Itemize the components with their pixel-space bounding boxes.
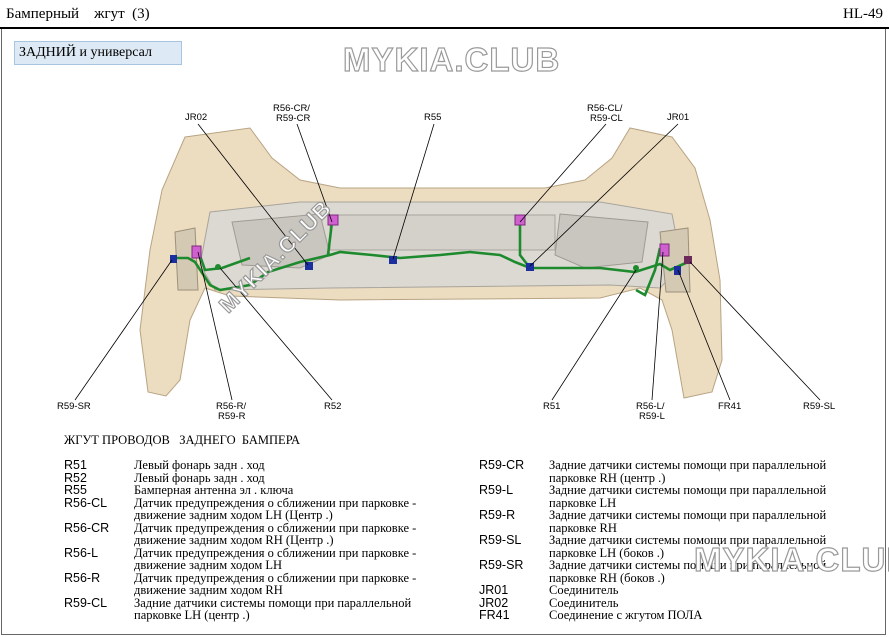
legend-row: R59-L Задние датчики системы помощи при п… <box>479 484 853 509</box>
legend-code: R59-CR <box>479 458 525 472</box>
connector-r56cl <box>514 214 526 226</box>
callout-labels: JR02 R56-CR/ R59-CR R55 R56-CL/ R59-CL J… <box>57 103 835 422</box>
legend-code: FR41 <box>479 608 510 622</box>
legend-code: R51 <box>64 458 87 472</box>
watermark-top: MYKIA.CLUB <box>342 40 561 78</box>
legend-desc: Задние датчики системы помощи при паралл… <box>549 533 827 547</box>
legend-desc: парковке RH <box>549 520 617 535</box>
legend-desc: парковке LH (боков .) <box>549 545 665 560</box>
legend-row: R55 Бамперная антенна эл . ключа <box>64 484 448 497</box>
legend-desc: Соединитель <box>549 583 619 597</box>
bumper-body <box>139 127 723 399</box>
callout-r59sl: R59-SL <box>803 401 835 412</box>
legend-code: R56-R <box>64 570 101 585</box>
legend-row: R56-CL Датчик предупреждения о сближении … <box>64 495 448 522</box>
legend-desc: движение задним ходом RH <box>134 583 283 597</box>
callout-jr02: JR02 <box>185 112 207 123</box>
legend-row: R59-SL Задние датчики системы помощи при … <box>479 534 853 559</box>
callout-r55: R55 <box>424 112 441 123</box>
callout-r51: R51 <box>543 401 560 412</box>
callout-r59sr: R59-SR <box>57 401 91 412</box>
connector-r56r <box>191 245 202 259</box>
connector-fr41 <box>674 266 681 275</box>
legend-code: R59-L <box>479 483 514 497</box>
legend-code: R59-CL <box>64 595 108 610</box>
legend-desc: Соединение с жгутом ПОЛА <box>549 608 703 622</box>
legend-desc: Датчик предупреждения о сближении при па… <box>134 570 417 585</box>
legend-desc: Задние датчики системы помощи при паралл… <box>549 508 827 522</box>
leader-lines <box>74 123 821 401</box>
callout-r56r-2: R59-R <box>218 411 246 422</box>
legend-code: R56-CL <box>64 495 108 510</box>
legend-desc: движение задним ходом LH <box>134 558 283 572</box>
legend-row: R52 Левый фонарь задн . ход <box>64 470 448 485</box>
legend-row: R59-CL Задние датчики системы помощи при … <box>64 595 448 622</box>
legend-desc: движение задним ходом LH (Центр .) <box>134 508 333 522</box>
legend-code: R59-SL <box>479 533 522 547</box>
legend-desc: Задние датчики системы помощи при паралл… <box>549 558 827 572</box>
callout-jr01: JR01 <box>667 112 689 123</box>
header-title: Бамперный жгут (3) <box>6 6 150 22</box>
callout-r56r-1: R56-R/ <box>216 401 246 412</box>
page-code: HL-49 <box>843 6 883 22</box>
legend-desc: движение задним ходом RH (Центр .) <box>134 533 334 547</box>
legend-code: JR01 <box>479 583 509 597</box>
legend-desc: Задние датчики системы помощи при паралл… <box>549 483 827 497</box>
page-header: Бамперный жгут (3) HL-49 <box>0 0 889 29</box>
legend-desc: парковке RH (центр .) <box>549 470 666 485</box>
connector-r59sl <box>684 256 692 264</box>
callout-r56cr-1: R56-CR/ <box>273 103 310 114</box>
callout-r56cl-1: R56-CL/ <box>587 103 623 114</box>
legend-desc: Задние датчики системы помощи при паралл… <box>549 458 827 472</box>
connector-r56l <box>659 243 670 257</box>
legend-code: R52 <box>64 470 87 485</box>
legend-code: R56-L <box>64 545 99 560</box>
page-frame <box>1 29 886 635</box>
legend-desc: Датчик предупреждения о сближении при па… <box>134 495 417 510</box>
legend-code: JR02 <box>479 595 509 610</box>
legend-desc: парковке LH (центр .) <box>134 608 250 622</box>
legend-row: FR41 Соединение с жгутом ПОЛА <box>479 609 853 622</box>
legend-row: R59-SR Задние датчики системы помощи при … <box>479 559 853 584</box>
legend-desc: парковке LH <box>549 495 617 510</box>
legend-row: R59-R Задние датчики системы помощи при п… <box>479 509 853 534</box>
callout-fr41: FR41 <box>718 401 741 412</box>
legend-row: R51 Левый фонарь задн . ход <box>64 459 448 472</box>
connector-jr01 <box>526 263 534 271</box>
connector-jr02 <box>305 262 313 270</box>
legend-desc: Левый фонарь задн . ход <box>134 458 265 472</box>
legend-row: JR01 Соединитель <box>479 584 853 597</box>
watermark-bottom: MYKIA.CLUB <box>693 540 889 578</box>
legend-desc: Задние датчики системы помощи при паралл… <box>134 595 412 610</box>
legend-desc: Левый фонарь задн . ход <box>134 470 265 485</box>
section-label: ЗАДНИЙ и универсал <box>14 41 182 65</box>
legend-row: R56-R Датчик предупреждения о сближении п… <box>64 570 448 597</box>
legend-desc: Бамперная антенна эл . ключа <box>134 483 294 497</box>
legend-desc: Датчик предупреждения о сближении при па… <box>134 520 417 535</box>
connector-r56cr <box>327 214 339 226</box>
legend-code: R59-R <box>479 508 516 522</box>
legend-title: ЖГУТ ПРОВОДОВ ЗАДНЕГО БАМПЕРА <box>64 433 301 447</box>
legend-code: R56-CR <box>64 520 110 535</box>
callout-r56cl-2: R59-CL <box>590 113 623 124</box>
callout-r56l-1: R56-L/ <box>636 401 665 412</box>
legend-right-column: R59-CR Задние датчики системы помощи при … <box>479 459 853 622</box>
connectors <box>170 214 692 275</box>
legend-desc: Соединитель <box>549 595 619 610</box>
legend-row: R56-L Датчик предупреждения о сближении п… <box>64 545 448 572</box>
legend-row: JR02 Соединитель <box>479 595 853 610</box>
callout-r56l-2: R59-L <box>639 411 665 422</box>
connector-r55 <box>389 256 397 264</box>
legend-desc: Датчик предупреждения о сближении при па… <box>134 545 417 560</box>
legend-desc: парковке RH (боков .) <box>549 570 665 585</box>
connector-r59sr <box>170 255 177 263</box>
legend-row: R56-CR Датчик предупреждения о сближении … <box>64 520 448 547</box>
legend-code: R59-SR <box>479 558 524 572</box>
callout-r56cr-2: R59-CR <box>276 113 310 124</box>
legend-row: R59-CR Задние датчики системы помощи при … <box>479 459 853 484</box>
callout-r52: R52 <box>324 401 341 412</box>
legend-code: R55 <box>64 483 87 497</box>
